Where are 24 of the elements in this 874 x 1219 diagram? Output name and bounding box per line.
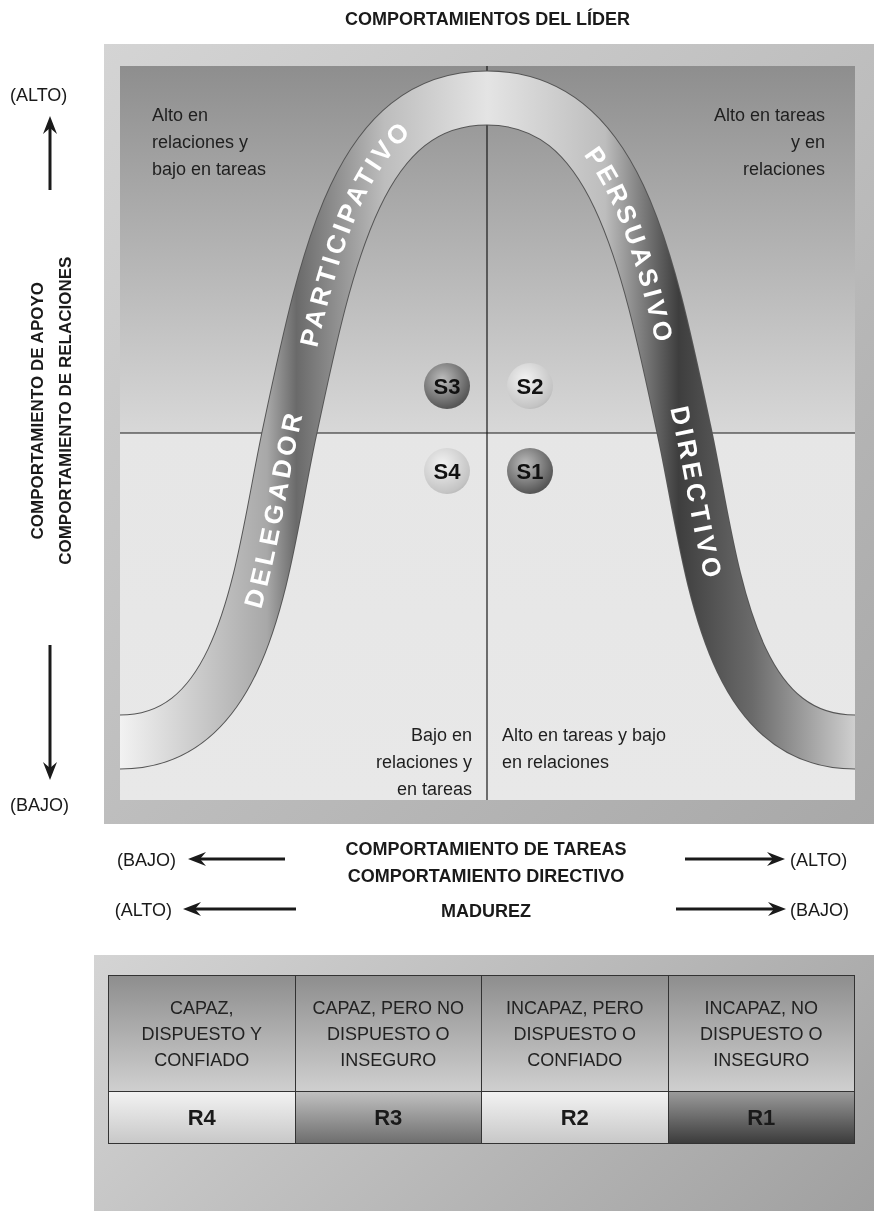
diagram-title: COMPORTAMIENTOS DEL LÍDER — [344, 7, 631, 31]
axis-label: Alto en tareas y bajo en relaciones — [502, 724, 668, 774]
axis-label: Alto en relaciones y bajo en tareas — [152, 104, 268, 181]
readiness-level: R4 — [109, 1092, 296, 1144]
axis-label: (ALTO) — [10, 84, 69, 107]
readiness-level: R2 — [482, 1092, 669, 1144]
axis-label: COMPORTAMIENTO DIRECTIVO — [346, 865, 626, 888]
readiness-level: R3 — [295, 1092, 482, 1144]
axis-label: (BAJO) — [790, 899, 850, 922]
readiness-cell: CAPAZ, DISPUESTO Y CONFIADO — [109, 976, 296, 1092]
axis-label: MADUREZ — [440, 900, 532, 923]
axis-label: (ALTO) — [113, 899, 172, 922]
axis-label: (ALTO) — [790, 849, 849, 872]
readiness-cell: INCAPAZ, NO DISPUESTO O INSEGURO — [668, 976, 855, 1092]
axis-label: COMPORTAMIENTO DE TAREAS — [344, 838, 628, 861]
axis-label: Alto en tareas y en relaciones — [712, 104, 825, 181]
readiness-cell: CAPAZ, PERO NO DISPUESTO O INSEGURO — [295, 976, 482, 1092]
axis-label: (BAJO) — [116, 849, 176, 872]
readiness-level: R1 — [668, 1092, 855, 1144]
axis-label: COMPORTAMIENTO DE APOYO — [27, 281, 49, 542]
readiness-cell: INCAPAZ, PERO DISPUESTO O CONFIADO — [482, 976, 669, 1092]
axis-label: Bajo en relaciones y en tareas — [374, 724, 472, 801]
axis-label: (BAJO) — [10, 794, 70, 817]
axis-label: COMPORTAMIENTO DE RELACIONES — [55, 255, 77, 567]
